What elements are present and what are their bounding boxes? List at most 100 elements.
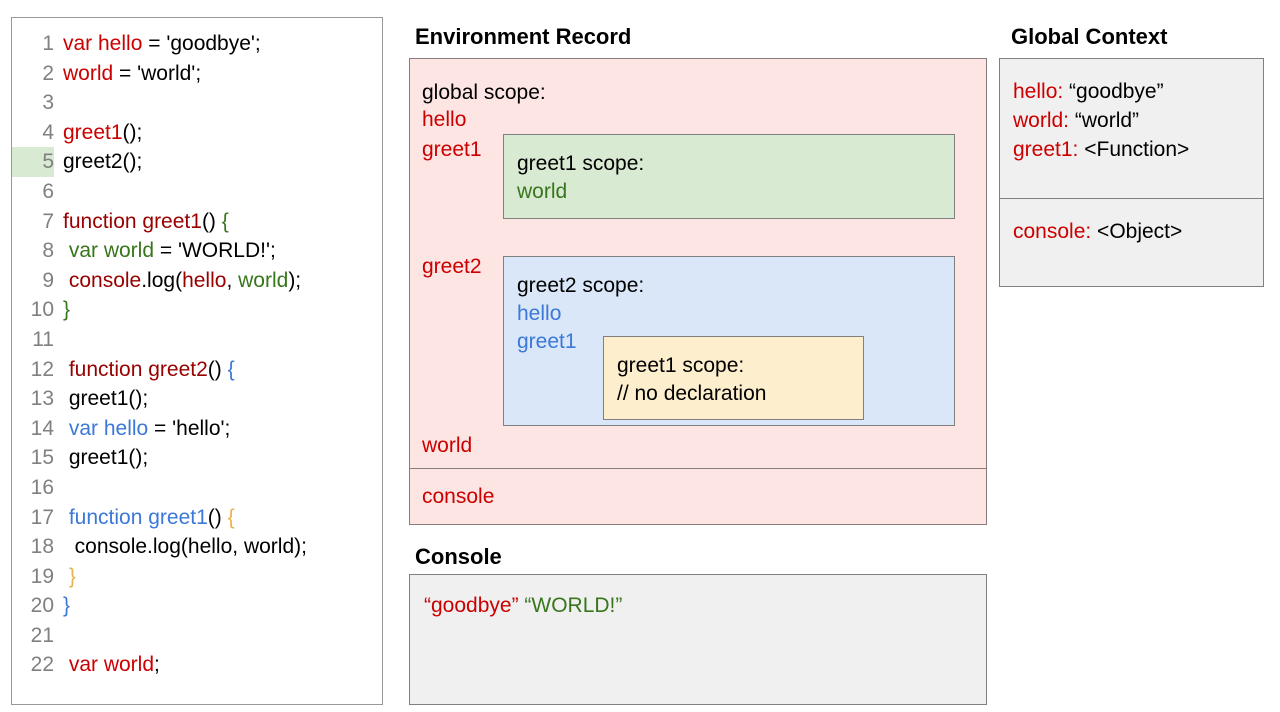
- code-token: );: [288, 268, 302, 292]
- code-line[interactable]: 8 var world = 'WORLD!';: [12, 236, 382, 266]
- code-token: greet1();: [63, 446, 149, 470]
- code-token: {: [221, 505, 235, 529]
- code-line-text: var world;: [54, 650, 382, 680]
- code-line[interactable]: 11: [12, 325, 382, 355]
- code-token: (): [207, 505, 222, 529]
- code-line-text: greet1();: [54, 384, 382, 414]
- code-token: (): [207, 357, 222, 381]
- code-token: }: [63, 564, 76, 588]
- global-context-value: <Object>: [1091, 220, 1183, 243]
- console-output-line: “goodbye” “WORLD!”: [424, 592, 986, 620]
- code-line[interactable]: 13 greet1();: [12, 384, 382, 414]
- greet1-inner-scope-title: greet1 scope:: [617, 354, 745, 377]
- environment-record-global-section: global scope: hello greet1 greet2 world …: [410, 59, 986, 469]
- code-line[interactable]: 20}: [12, 591, 382, 621]
- code-token: = 'goodbye';: [142, 32, 261, 55]
- line-number: 22: [30, 653, 54, 677]
- code-line[interactable]: 17 function greet1() {: [12, 503, 382, 533]
- code-token: function greet1: [63, 505, 208, 529]
- code-line-text: console.log(hello, world);: [54, 532, 382, 562]
- code-line[interactable]: 18 console.log(hello, world);: [12, 532, 382, 562]
- code-line-text: }: [54, 591, 382, 621]
- greet1-inner-scope-note: // no declaration: [617, 382, 767, 405]
- global-context-row: hello: “goodbye”: [1013, 77, 1263, 106]
- code-line-text: greet1();: [54, 443, 382, 473]
- code-token: var world: [63, 653, 155, 677]
- code-line[interactable]: 15 greet1();: [12, 443, 382, 473]
- code-line[interactable]: 21: [12, 621, 382, 651]
- code-line-text: }: [54, 295, 382, 325]
- line-number: 20: [30, 594, 54, 618]
- code-line-text: console.log(hello, world);: [54, 266, 382, 296]
- global-context-objects: console: <Object>: [1000, 199, 1263, 246]
- code-token: .log(: [141, 268, 183, 292]
- code-token: {: [221, 357, 235, 381]
- code-token: var hello: [63, 32, 143, 55]
- code-line[interactable]: 6: [12, 177, 382, 207]
- line-number: 14: [30, 416, 54, 440]
- global-context-key: console:: [1013, 220, 1092, 243]
- console-output-value: “goodbye”: [424, 594, 519, 617]
- code-line[interactable]: 19 }: [12, 562, 382, 592]
- line-number: 21: [30, 623, 54, 647]
- code-line-text: function greet2() {: [54, 355, 382, 385]
- code-token: }: [63, 594, 71, 618]
- code-line[interactable]: 10}: [12, 295, 382, 325]
- code-line-text: world = 'world';: [54, 59, 382, 89]
- global-context-heading: Global Context: [1011, 24, 1168, 49]
- code-token: ,: [226, 268, 239, 292]
- code-token: console: [63, 268, 142, 292]
- console-output-panel: “goodbye” “WORLD!”: [409, 574, 987, 705]
- code-token: function greet2: [63, 357, 208, 381]
- greet1-scope-var-world: world: [517, 180, 568, 203]
- code-line[interactable]: 16: [12, 473, 382, 503]
- line-number: 16: [30, 475, 54, 499]
- global-context-value: “world”: [1069, 109, 1140, 132]
- line-number: 1: [42, 32, 54, 55]
- line-number: 8: [42, 239, 54, 263]
- line-number: 12: [30, 357, 54, 381]
- line-number: 3: [42, 91, 54, 115]
- code-line-text: }: [54, 562, 382, 592]
- code-token: world: [238, 268, 289, 292]
- code-token: greet1();: [63, 387, 149, 411]
- global-scope-label: global scope:: [422, 81, 546, 104]
- env-var-hello: hello: [422, 108, 467, 131]
- code-line[interactable]: 12 function greet2() {: [12, 355, 382, 385]
- greet2-scope-var-hello: hello: [517, 302, 562, 325]
- line-number: 13: [30, 387, 54, 411]
- global-context-key: hello:: [1013, 80, 1064, 103]
- code-token: }: [63, 298, 71, 322]
- code-line[interactable]: 3: [12, 88, 382, 118]
- global-context-row: greet1: <Function>: [1013, 135, 1263, 164]
- code-line[interactable]: 22 var world;: [12, 650, 382, 680]
- code-line-text: var hello = 'goodbye';: [54, 29, 382, 59]
- env-var-console: console: [422, 485, 495, 508]
- code-token: console.log(hello, world);: [63, 535, 307, 559]
- greet2-scope-box: greet2 scope: hello greet1 greet1 scope:…: [503, 256, 955, 426]
- code-token: = 'world';: [113, 61, 202, 85]
- code-token: (): [201, 209, 216, 233]
- global-context-variables: hello: “goodbye”world: “world”greet1: <F…: [1000, 59, 1263, 199]
- code-token: = 'WORLD!';: [154, 239, 276, 263]
- code-line-text: function greet1() {: [54, 207, 382, 237]
- environment-record-console-section: console: [410, 469, 986, 525]
- code-token: var world: [63, 239, 155, 263]
- global-context-value: <Function>: [1078, 138, 1190, 161]
- line-number: 6: [42, 179, 54, 203]
- console-output-value: “WORLD!”: [518, 594, 623, 617]
- greet1-inner-scope-box: greet1 scope: // no declaration: [603, 336, 864, 420]
- greet1-scope-box: greet1 scope: world: [503, 134, 955, 219]
- code-token: function greet1: [63, 209, 202, 233]
- code-line-text: function greet1() {: [54, 503, 382, 533]
- line-number: 18: [30, 535, 54, 559]
- code-line[interactable]: 9 console.log(hello, world);: [12, 266, 382, 296]
- code-line[interactable]: 14 var hello = 'hello';: [12, 414, 382, 444]
